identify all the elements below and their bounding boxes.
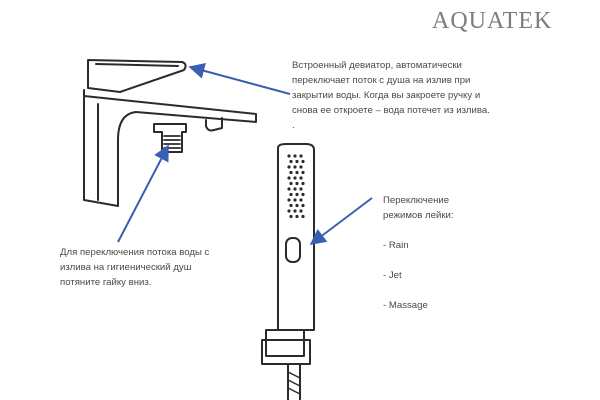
nozzle-dot (293, 187, 297, 191)
nozzle-dot (299, 154, 303, 158)
nozzle-dot (289, 192, 293, 197)
nozzle-dot (287, 209, 291, 213)
nozzle-dot (301, 181, 305, 186)
shower-holder (265, 329, 305, 357)
nozzle-dot (293, 209, 297, 213)
nozzle-dot (287, 154, 291, 158)
shower-handle (277, 143, 315, 331)
nozzle-dot (301, 159, 305, 164)
modes-title: Переключение режимов лейки: (383, 195, 454, 221)
nozzle-dot (299, 176, 303, 180)
deviator-note: Встроенный девиатор, автоматически перек… (292, 60, 490, 131)
modes-note: Переключение режимов лейки: - Rain - Jet… (383, 178, 503, 328)
mode-jet: - Jet (383, 270, 402, 281)
nozzle-dot (289, 159, 293, 164)
nozzle-dot (295, 214, 299, 219)
bidet-switch-note: Для переключения потока воды с излива на… (60, 247, 210, 288)
arrow-to-mode-button (309, 197, 373, 245)
shower-hose (287, 363, 301, 400)
hand-shower-illustration (261, 143, 315, 400)
nozzle-dot (293, 154, 297, 158)
nozzle-dot (287, 176, 291, 180)
shower-nozzles (287, 154, 305, 219)
nozzle-dot (293, 165, 297, 169)
nozzle-dot (287, 198, 291, 202)
nozzle-dot (299, 209, 303, 213)
nozzle-dot (295, 203, 299, 208)
nozzle-dot (301, 214, 305, 219)
nozzle-dot (301, 170, 305, 175)
nozzle-dot (293, 198, 297, 202)
diverter-nut (153, 123, 187, 153)
faucet-spout (83, 89, 257, 207)
logo: AQUATEK (432, 8, 553, 34)
mode-rain: - Rain (383, 240, 409, 251)
nozzle-dot (295, 181, 299, 186)
nozzle-dot (299, 198, 303, 202)
faucet-handle (87, 59, 187, 93)
nozzle-dot (295, 192, 299, 197)
nozzle-dot (295, 170, 299, 175)
nozzle-dot (299, 165, 303, 169)
nozzle-dot (293, 176, 297, 180)
nozzle-dot (301, 192, 305, 197)
arrow-to-handle (188, 63, 291, 95)
mode-massage: - Massage (383, 300, 428, 311)
arrow-to-nut (117, 144, 169, 243)
faucet-illustration (83, 59, 257, 207)
nozzle-dot (301, 203, 305, 208)
nozzle-dot (289, 214, 293, 219)
nozzle-dot (299, 187, 303, 191)
nozzle-dot (289, 203, 293, 208)
nozzle-dot (287, 187, 291, 191)
nozzle-dot (289, 181, 293, 186)
mode-switch-button (285, 237, 301, 263)
nozzle-dot (289, 170, 293, 175)
nozzle-dot (287, 165, 291, 169)
nozzle-dot (295, 159, 299, 164)
